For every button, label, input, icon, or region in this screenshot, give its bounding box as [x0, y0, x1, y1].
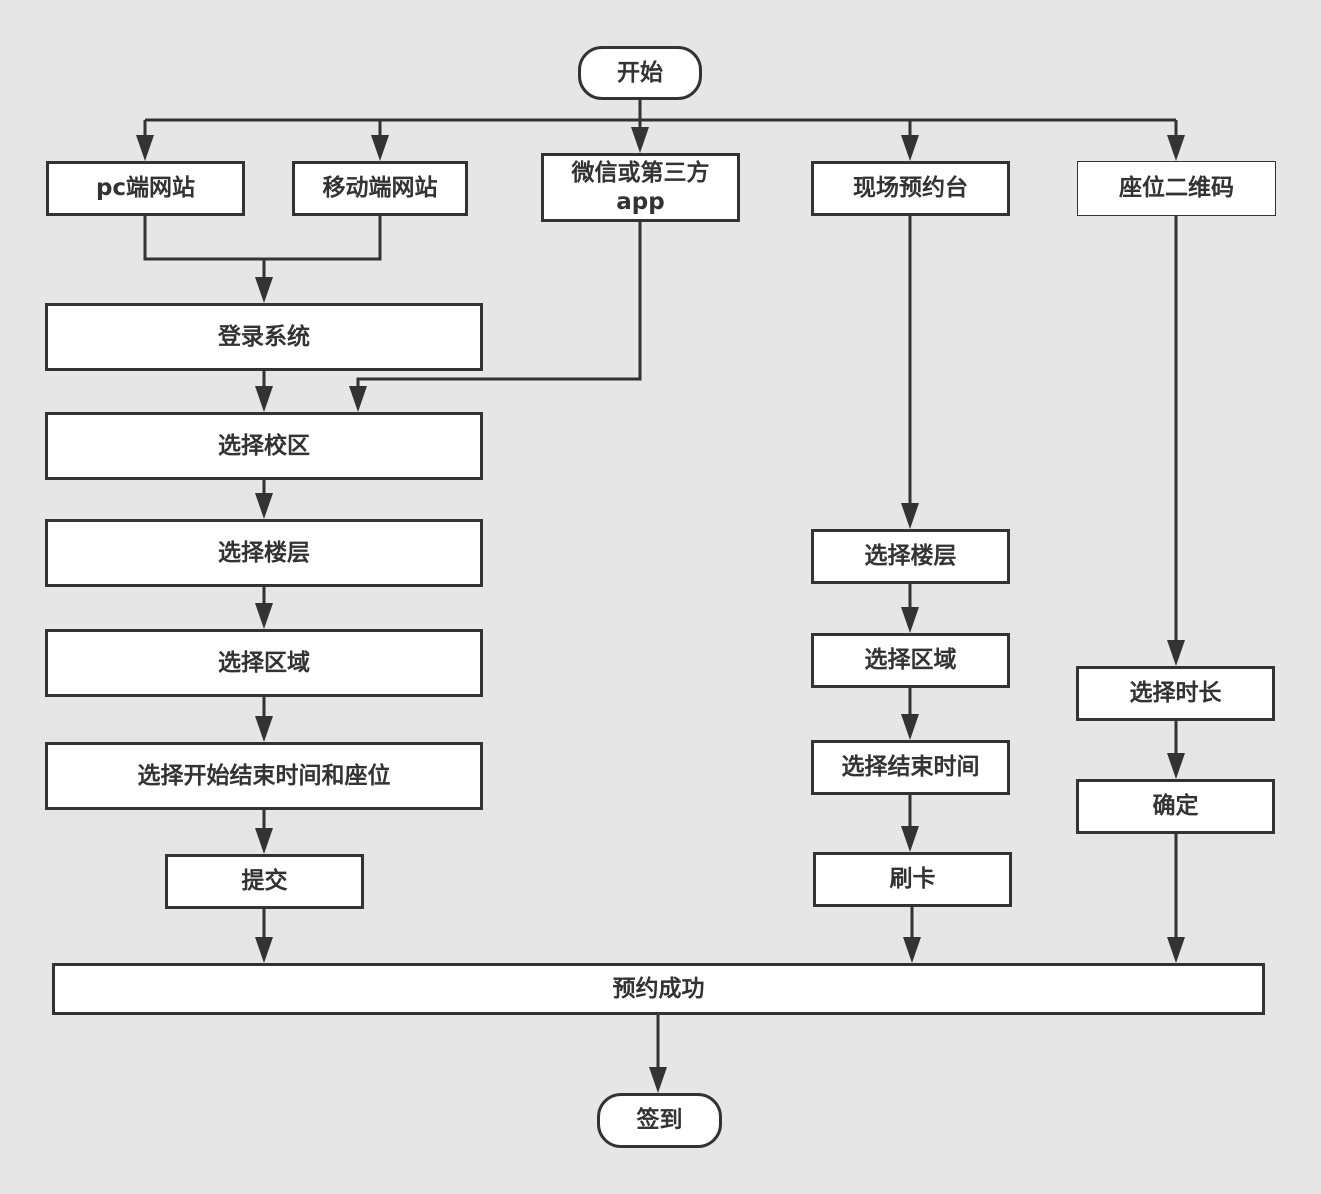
arrow-to-duration-head — [1167, 640, 1185, 666]
arrow-to-confirm-head — [1167, 753, 1185, 779]
arrow-to-floor-b-head — [901, 503, 919, 529]
arrow-swipe-to-success-head — [903, 937, 921, 963]
node-submit: 提交 — [165, 854, 364, 909]
arrow-to-swipe-head — [901, 826, 919, 852]
arrow-to-pc-head — [136, 135, 154, 161]
arrow-to-floor-a-head — [255, 493, 273, 519]
node-start: 开始 — [578, 46, 702, 100]
node-confirm: 确定 — [1076, 779, 1275, 834]
node-select-time-seat: 选择开始结束时间和座位 — [45, 742, 483, 810]
arrow-to-end-time-head — [901, 714, 919, 740]
arrow-to-qr-head — [1167, 135, 1185, 161]
arrow-to-onsite-head — [901, 135, 919, 161]
connector-pc-mobile-merge — [143, 216, 382, 261]
node-seat-qr: 座位二维码 — [1077, 161, 1276, 216]
arrow-to-login-head — [255, 277, 273, 303]
node-login: 登录系统 — [45, 303, 483, 371]
node-check-in: 签到 — [597, 1093, 722, 1148]
node-pc-site: pc端网站 — [46, 161, 245, 216]
node-select-floor-a: 选择楼层 — [45, 519, 483, 587]
node-select-duration: 选择时长 — [1076, 666, 1275, 721]
node-onsite-desk: 现场预约台 — [811, 161, 1010, 216]
arrow-to-campus-head — [255, 386, 273, 412]
arrow-wechat-to-campus-head — [349, 386, 367, 412]
arrow-confirm-to-success-head — [1167, 937, 1185, 963]
node-select-end-time: 选择结束时间 — [811, 740, 1010, 795]
node-select-campus: 选择校区 — [45, 412, 483, 480]
arrow-to-area-b-head — [901, 607, 919, 633]
node-select-area-b: 选择区域 — [811, 633, 1010, 688]
node-select-area-a: 选择区域 — [45, 629, 483, 697]
node-select-floor-b: 选择楼层 — [811, 529, 1010, 584]
node-success: 预约成功 — [52, 963, 1265, 1015]
arrow-to-time-seat-head — [255, 716, 273, 742]
node-wechat-app: 微信或第三方app — [541, 153, 740, 222]
node-swipe-card: 刷卡 — [813, 852, 1012, 907]
arrow-to-checkin-head — [649, 1067, 667, 1093]
arrow-submit-to-success-head — [255, 937, 273, 963]
arrow-to-area-a-head — [255, 603, 273, 629]
node-mobile-site: 移动端网站 — [292, 161, 468, 216]
connector-wechat-to-campus — [356, 222, 642, 388]
arrow-to-wechat-head — [631, 127, 649, 153]
arrow-to-mobile-head — [371, 135, 389, 161]
arrow-to-submit-head — [255, 828, 273, 854]
